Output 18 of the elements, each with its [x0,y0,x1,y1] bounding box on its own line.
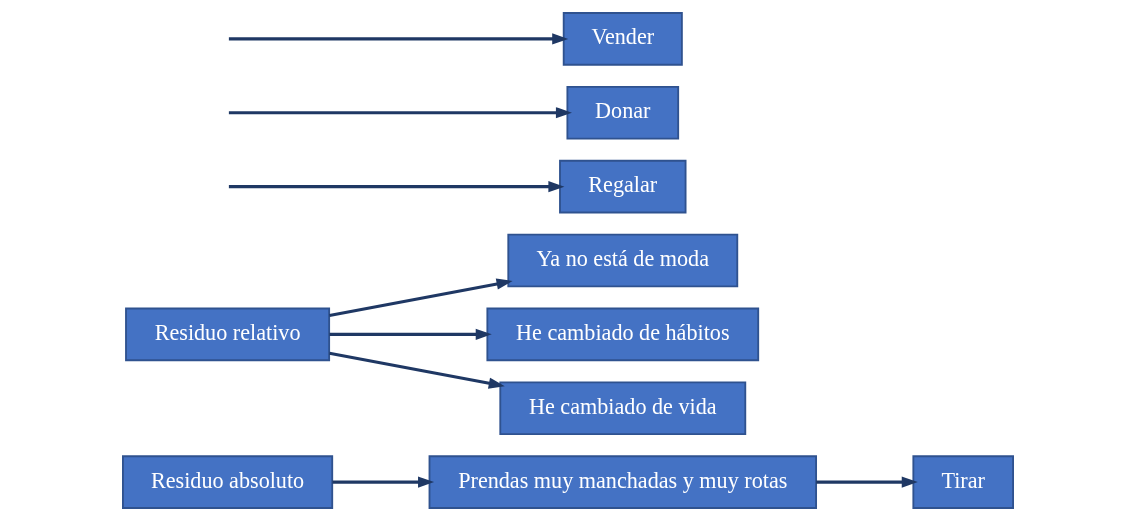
node-box: He cambiado de hábitos [485,307,759,362]
node-box: Vender [562,12,683,66]
node-box: Ya no está de moda [506,233,738,288]
node-box: Tirar [911,455,1014,509]
node-box: Prendas muy manchadas y muy rotas [428,455,817,509]
node-box: Donar [565,85,679,140]
arrow [228,107,572,119]
node-box: Residuo relativo [124,307,330,362]
node-box: He cambiado de vida [498,381,746,436]
arrow [328,278,513,317]
arrow [228,33,568,45]
arrow [228,181,564,193]
node-box: Regalar [558,159,686,214]
arrow [815,476,918,488]
node-box: Residuo absoluto [121,455,333,509]
arrow [332,476,434,488]
arrow [328,328,492,340]
arrow [328,351,505,389]
